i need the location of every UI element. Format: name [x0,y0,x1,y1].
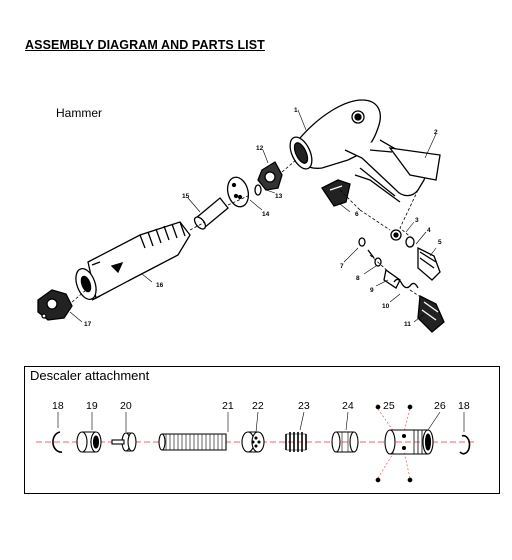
callout-4: 4 [427,227,431,234]
callout-15: 15 [182,193,190,200]
hammer-label: Hammer [56,106,103,120]
part-chuck [37,289,73,321]
callout-25: 25 [383,400,395,412]
callout-6: 6 [355,211,359,218]
callout-7: 7 [340,263,344,270]
part-housing [289,99,427,203]
part-piston [193,197,229,230]
callout-18-left: 18 [52,400,64,412]
part-retaining-ring-right [459,434,471,455]
descaler-diagram [36,404,476,483]
part-needle-bundle [158,433,227,451]
part-barrel [75,221,191,301]
part-valve-cap [257,161,283,191]
part-plunger [111,432,137,452]
callout-3: 3 [415,217,419,224]
descaler-section-frame [24,366,500,494]
callout-8: 8 [356,275,360,282]
callout-10: 10 [382,303,390,310]
part-bushing [76,431,102,453]
assembly-lines [71,159,423,303]
part-lever [369,147,441,181]
callout-26: 26 [434,400,446,412]
callout-23: 23 [298,400,310,412]
callout-22: 22 [252,400,264,412]
callout-2: 2 [434,129,438,136]
callout-13: 13 [275,193,283,200]
callout-17: 17 [84,321,92,328]
part-inlet-group [358,237,445,333]
callout-19: 19 [86,400,98,412]
callout-9: 9 [370,287,374,294]
part-screws [375,404,413,483]
callout-1: 1 [294,107,298,114]
hammer-callouts: 1 2 3 4 5 6 7 8 9 10 11 12 13 14 15 16 1… [84,107,442,328]
leader-lines [69,109,437,323]
callout-5: 5 [438,239,442,246]
callout-18-right: 18 [458,400,470,412]
descaler-leader-lines [57,411,465,433]
part-trigger [321,179,351,207]
callout-14: 14 [262,211,270,218]
page-title: ASSEMBLY DIAGRAM AND PARTS LIST [25,38,265,52]
part-disc [226,176,262,208]
callout-16: 16 [156,282,164,289]
callout-24: 24 [342,400,354,412]
part-valve-stack [390,229,441,281]
descaler-callouts: 18 19 20 21 22 23 24 25 26 18 [52,400,470,412]
callout-21: 21 [222,400,234,412]
callout-20: 20 [120,400,132,412]
part-retaining-ring-left [52,431,63,453]
part-spring [285,432,307,452]
part-sleeve [331,431,359,453]
callout-12: 12 [256,145,264,152]
part-descaler-housing [384,429,434,455]
descaler-title: Descaler attachment [30,368,150,383]
callout-11: 11 [404,321,411,328]
part-needle-guide [241,431,265,453]
